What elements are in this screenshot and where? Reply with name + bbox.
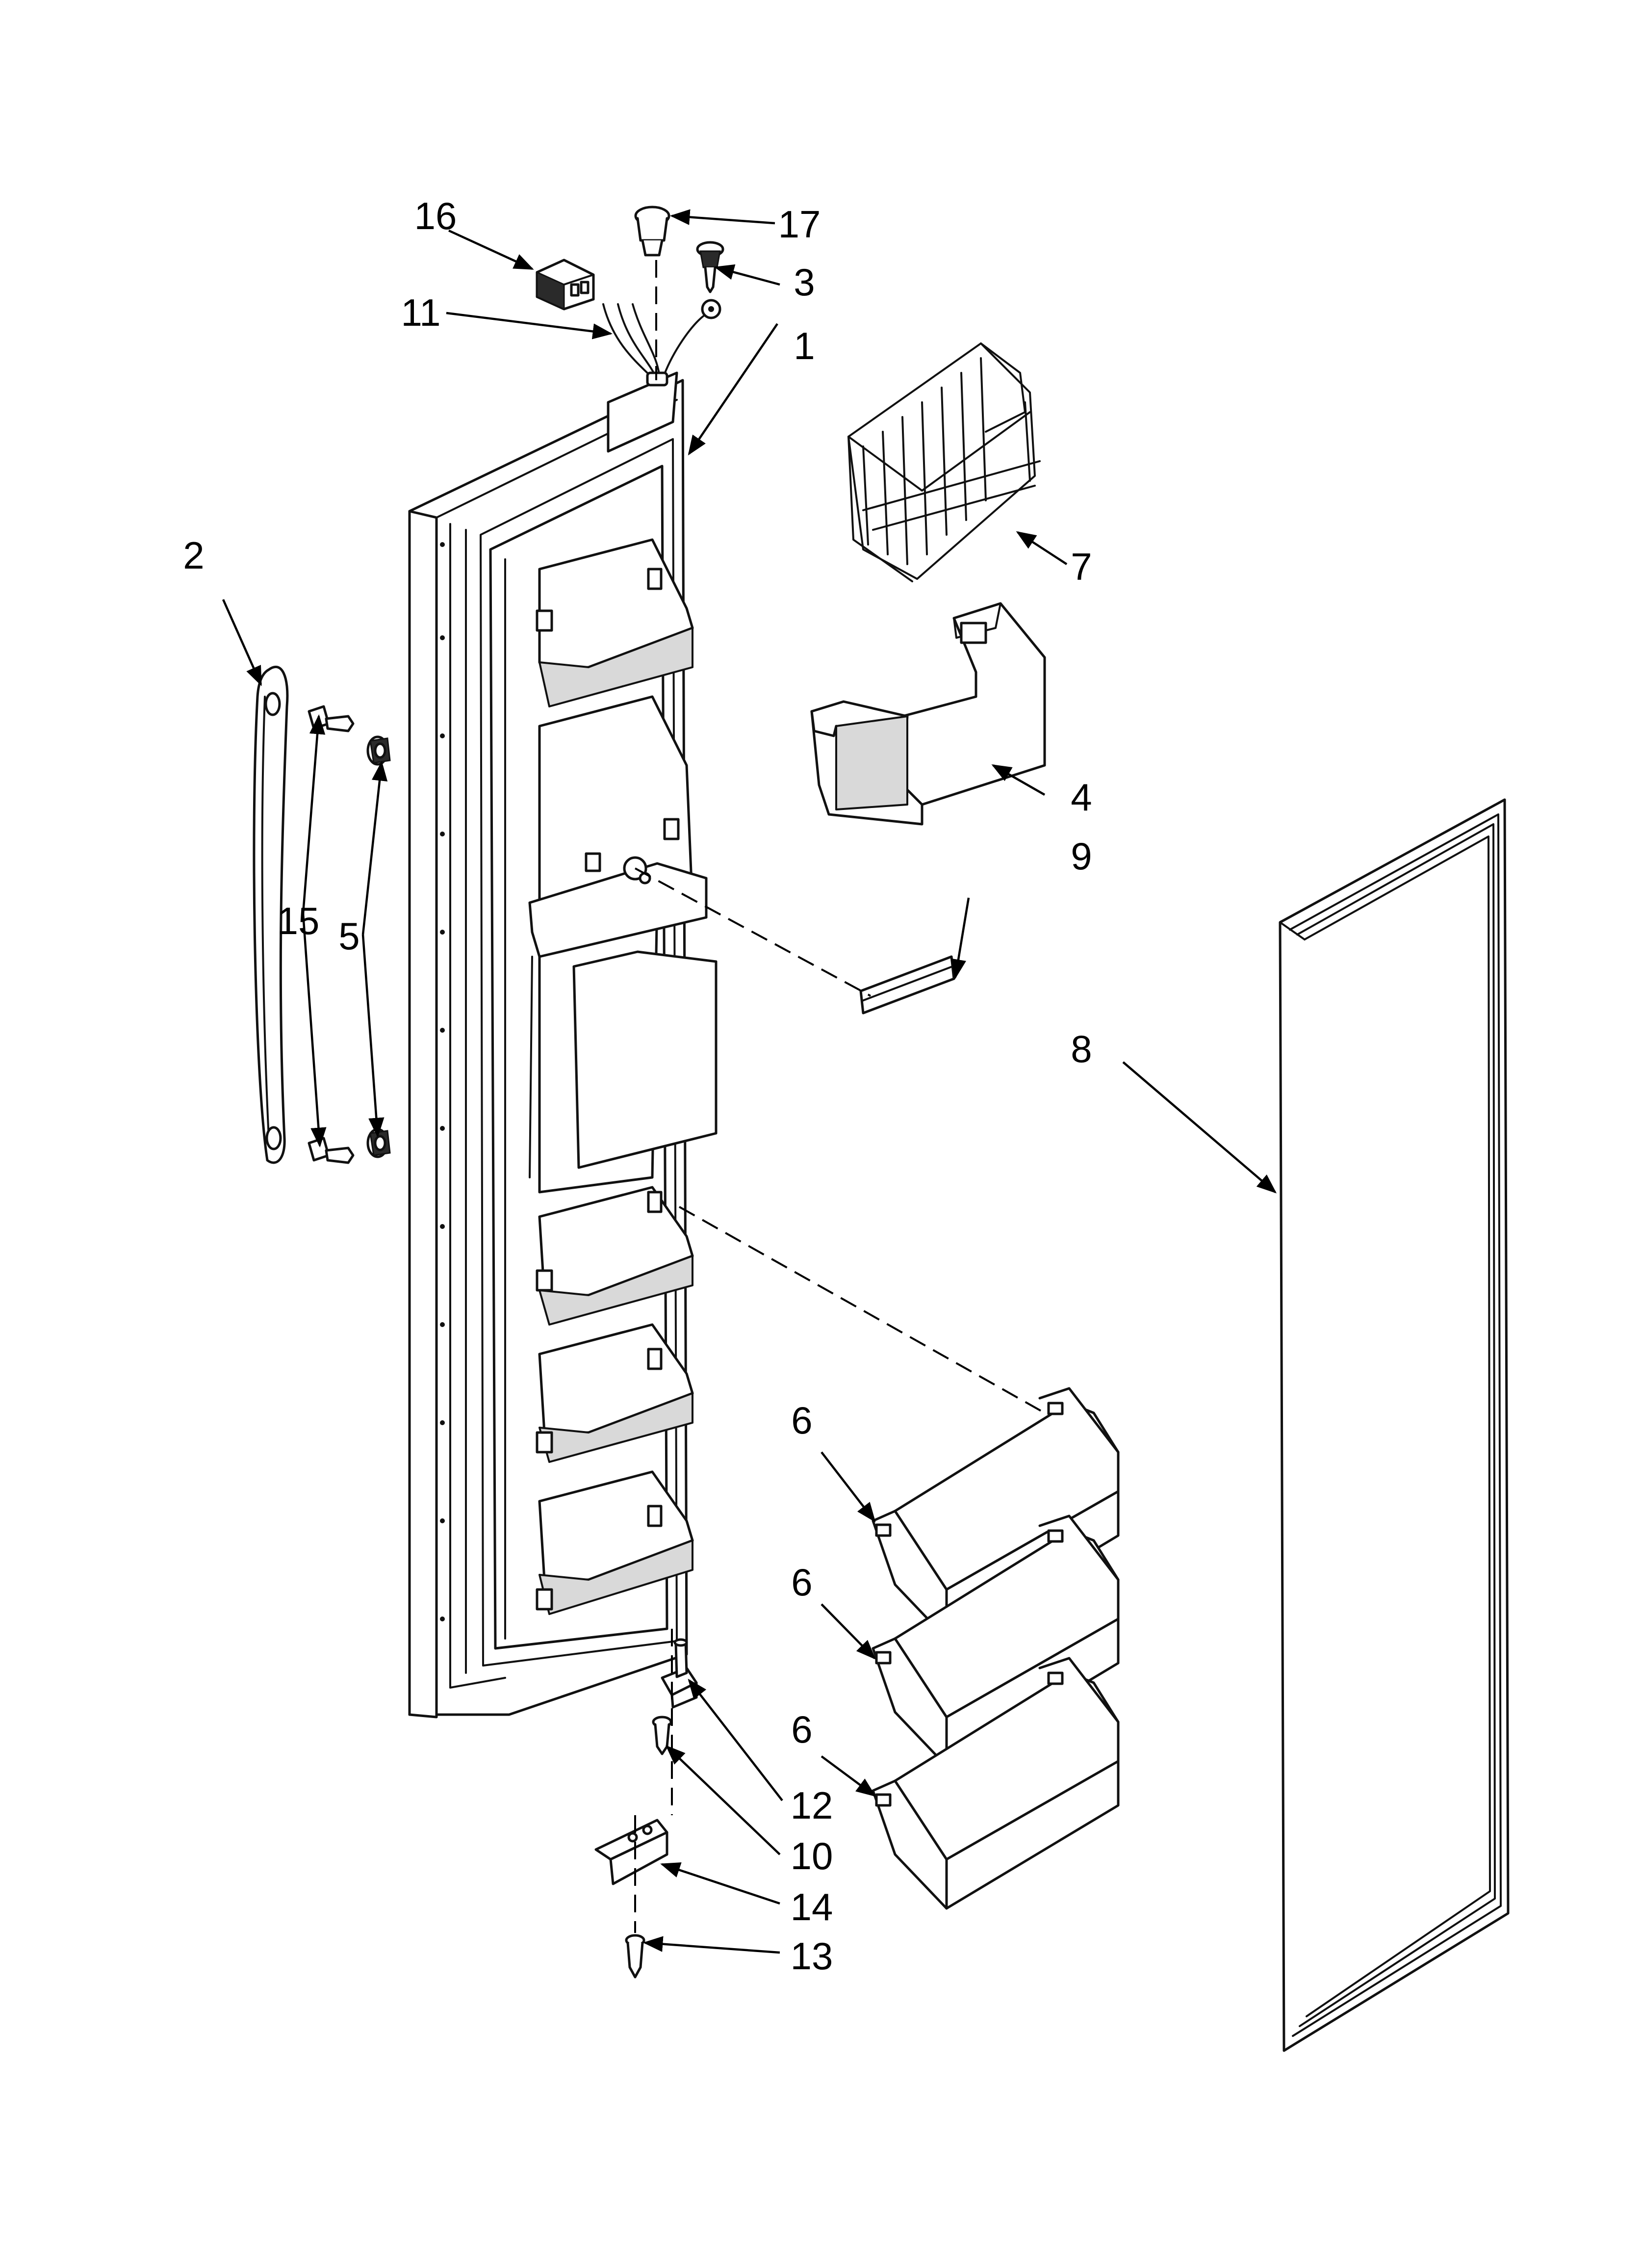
door-handle <box>253 665 289 1164</box>
callout-13: 13 <box>790 1934 833 1978</box>
callout-10: 10 <box>790 1834 833 1877</box>
door-bin-3 <box>872 1657 1120 1910</box>
callout-17: 17 <box>778 203 821 246</box>
handle-spacer-top <box>366 735 391 766</box>
door-edge-screws <box>440 542 445 1621</box>
wire-harness <box>602 299 721 387</box>
callout-9: 9 <box>1071 834 1092 878</box>
hinge-bracket-screw <box>625 1934 645 1979</box>
callout-6-top: 6 <box>791 1399 813 1442</box>
hinge-screw <box>652 1716 672 1755</box>
callout-7: 7 <box>1071 545 1092 588</box>
alignment-lines <box>634 260 1045 1933</box>
callout-8: 8 <box>1071 1027 1092 1070</box>
callout-5: 5 <box>338 914 360 958</box>
handle-screw-top <box>308 705 355 732</box>
leader-lines <box>222 209 1277 1954</box>
handle-screw-bottom <box>308 1137 355 1164</box>
callout-4: 4 <box>1071 776 1092 819</box>
grommet <box>634 206 670 257</box>
callout-6-bottom: 6 <box>791 1708 813 1751</box>
handle-spacer-bottom <box>366 1128 391 1158</box>
trim-strip <box>859 955 955 1015</box>
door-gasket <box>1279 798 1510 2052</box>
wire-basket <box>847 342 1041 582</box>
door-assembly <box>408 371 718 1719</box>
callout-15: 15 <box>277 899 320 942</box>
callout-6-middle: 6 <box>791 1561 813 1604</box>
bottom-hinge <box>594 1819 668 1885</box>
wire-connector <box>536 259 595 311</box>
callout-2: 2 <box>183 534 205 577</box>
dispenser-bin <box>810 602 1046 826</box>
ground-screw <box>696 241 724 293</box>
callout-12: 12 <box>790 1784 833 1827</box>
callout-3: 3 <box>794 261 815 304</box>
callout-14: 14 <box>790 1885 833 1929</box>
callout-1: 1 <box>794 324 815 367</box>
callout-11: 11 <box>401 291 441 334</box>
callout-16: 16 <box>414 194 457 237</box>
